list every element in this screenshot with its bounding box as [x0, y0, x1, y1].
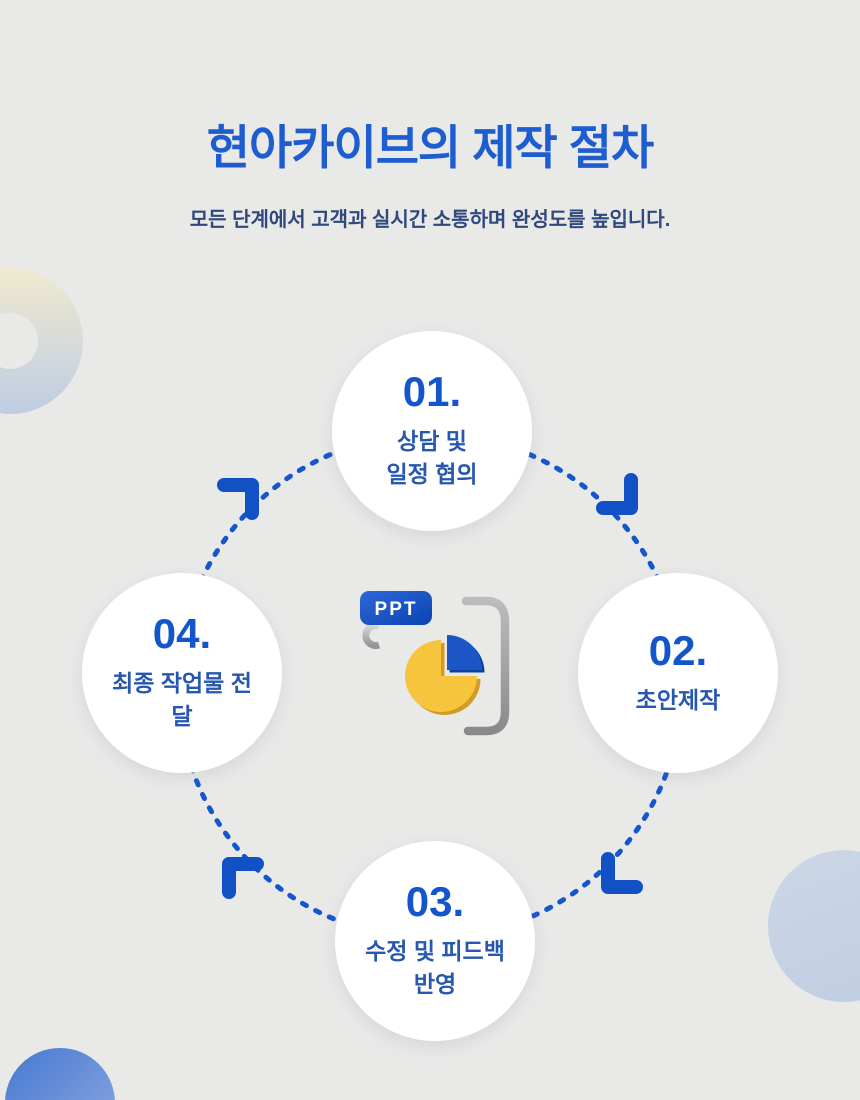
step-label-line: 수정 및 피드백 [365, 938, 505, 964]
arrow-up-left-icon [222, 857, 264, 899]
step-label: 수정 및 피드백 반영 [365, 935, 505, 1001]
page-title: 현아카이브의 제작 절차 [206, 121, 655, 174]
step-circle-02: 02. 초안제작 [578, 573, 778, 773]
step-label: 초안제작 [636, 684, 721, 717]
step-label-line: 초안제작 [635, 686, 721, 713]
step-label: 상담 및 일정 협의 [386, 425, 477, 491]
step-circle-04: 04. 최종 작업물 전 달 [82, 573, 282, 773]
step-circle-01: 01. 상담 및 일정 협의 [332, 331, 532, 531]
step-number: 04. [152, 610, 212, 657]
badge-fold-icon [362, 622, 381, 649]
step-number: 02. [648, 626, 708, 674]
page-bracket-icon [461, 596, 510, 736]
step-label-line: 반영 [413, 971, 457, 997]
ppt-badge-background [360, 591, 432, 625]
step-label-line: 일정 협의 [386, 461, 478, 487]
step-label-line: 달 [171, 703, 193, 729]
ppt-badge: PPT [360, 591, 432, 625]
arrow-up-right-icon [217, 478, 259, 520]
pie-chart-icon [405, 635, 485, 715]
page-subtitle: 모든 단계에서 고객과 실시간 소통하며 완성도를 높입니다. [189, 209, 671, 231]
step-number: 03. [405, 878, 465, 925]
step-label-line: 상담 및 [397, 428, 467, 454]
step-number: 01. [402, 368, 462, 415]
arrow-down-right-icon [596, 473, 638, 515]
step-label: 최종 작업물 전 달 [112, 667, 252, 733]
pie-yellow-body [405, 640, 477, 712]
pie-blue-wedge [447, 635, 482, 670]
ppt-file-icon: PPT [360, 591, 510, 736]
step-circle-03: 03. 수정 및 피드백 반영 [335, 841, 535, 1041]
ppt-badge-label: PPT [375, 599, 418, 620]
step-label-line: 최종 작업물 전 [112, 670, 252, 696]
arrow-down-left-icon [601, 852, 643, 894]
